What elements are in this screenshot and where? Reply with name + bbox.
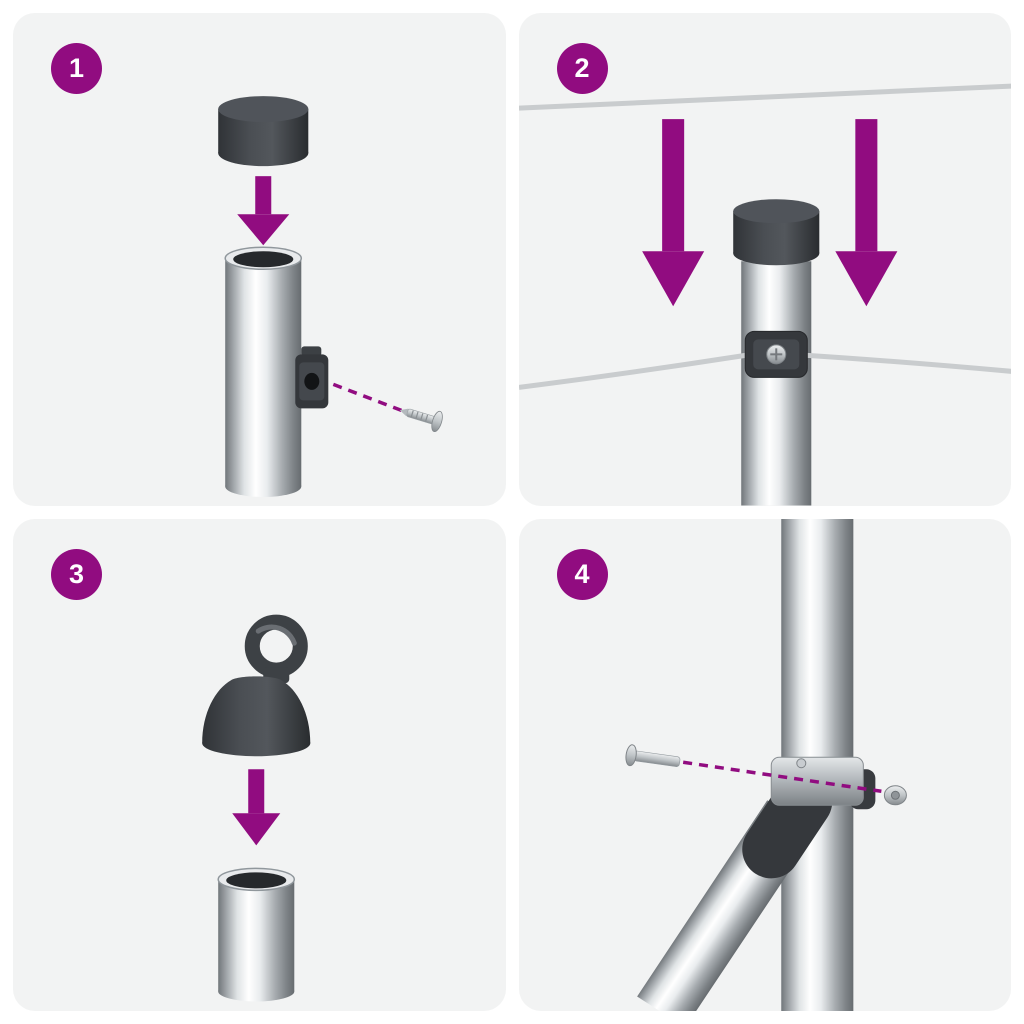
down-arrow-icon: [641, 119, 704, 307]
down-arrow-icon: [834, 119, 897, 307]
tension-wire-middle-right: [806, 352, 1011, 374]
step-panel-2: 2: [518, 13, 1011, 506]
nut: [883, 784, 907, 805]
illustration-cap-onto-post: [218, 96, 443, 497]
down-arrow-icon: [232, 768, 281, 845]
metal-post: [217, 867, 296, 1001]
illustration-wires-into-clamp: [518, 83, 1011, 506]
illustration-eyelet-cap-onto-post: [202, 614, 311, 1001]
post-cap: [732, 199, 819, 266]
dashed-guide-line: [332, 382, 403, 413]
bolt: [624, 743, 680, 767]
screw: [399, 408, 443, 433]
illustration-brace-clamp-bolt: [624, 518, 907, 1011]
step-number-badge: 3: [51, 548, 102, 600]
step-number: 2: [574, 53, 590, 83]
metal-post: [740, 261, 811, 506]
metal-post: [224, 246, 303, 497]
step-number: 4: [574, 558, 590, 589]
step-panel-4: 4: [518, 518, 1011, 1011]
step-number-badge: 4: [556, 548, 608, 600]
step-number-badge: 1: [51, 43, 102, 94]
tension-wire-middle-left: [518, 352, 746, 390]
dashed-guide-line: [682, 760, 882, 793]
tension-wire-top: [518, 83, 1011, 111]
wire-clamp: [744, 330, 808, 378]
wire-clamp: [295, 346, 329, 409]
step-panel-3: 3: [13, 518, 506, 1011]
step-panel-1: 1: [13, 13, 506, 506]
step-number: 3: [68, 558, 85, 589]
step-number: 1: [68, 53, 85, 83]
eyelet-cap: [202, 614, 311, 756]
step-number-badge: 2: [556, 43, 608, 94]
post-cap: [218, 96, 309, 167]
down-arrow-icon: [237, 176, 290, 246]
